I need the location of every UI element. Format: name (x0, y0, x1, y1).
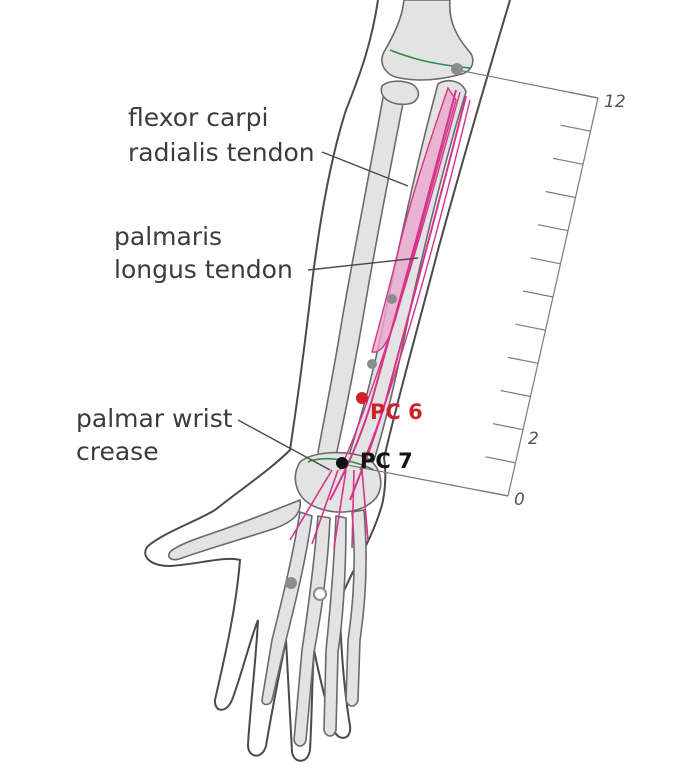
ulna-head (380, 80, 420, 106)
tendon-point-marker-2 (367, 359, 377, 369)
pl-leader-line (307, 257, 419, 271)
scale-tick (507, 356, 539, 364)
flexor-carpi-radialis-tendon (329, 89, 457, 501)
pc6-point-marker (356, 392, 368, 404)
scale-label-zero: 0 (514, 490, 525, 510)
tendon-point-marker-1 (387, 294, 397, 304)
palm-point-marker-2 (313, 587, 327, 601)
metacarpal-3 (293, 515, 331, 747)
scale-tick (492, 423, 524, 431)
tendon-fan-1 (289, 469, 333, 541)
pc7-label: PC 7 (360, 449, 413, 473)
palm-point-marker-1 (285, 577, 297, 589)
metacarpal-2 (261, 510, 313, 706)
thumb-bone (167, 498, 301, 561)
palmaris-longus-tendon (349, 95, 467, 501)
scale-tick (545, 190, 576, 199)
tendon-fan-5 (361, 469, 369, 541)
scale-tick (477, 489, 509, 497)
fcr-label-line1: flexor carpi (128, 103, 269, 132)
acupoint-markers (285, 63, 463, 601)
scale-tick (537, 224, 569, 232)
metacarpal-5 (345, 509, 367, 707)
pc7-point-marker (336, 457, 348, 469)
scale-tick (560, 124, 591, 132)
measurement-scale (341, 69, 599, 497)
fcr-leader-line (321, 151, 409, 187)
crease-leader-line (237, 419, 331, 471)
tendon-fan-4 (351, 469, 355, 549)
pc6-label: PC 6 (370, 400, 423, 424)
scale-tick (485, 456, 516, 464)
pl-label-line2: longus tendon (114, 255, 293, 284)
scale-label-mid: 2 (528, 429, 539, 449)
crease-label-line2: crease (76, 437, 159, 466)
scale-tick (522, 290, 554, 298)
metacarpal-4 (323, 515, 347, 737)
humerus-bone (381, 0, 474, 81)
scale-tick (530, 257, 561, 265)
tendon-fan-2 (311, 469, 339, 545)
pl-label-line1: palmaris (114, 222, 223, 251)
crease-label-line1: palmar wrist (76, 404, 233, 433)
fcr-label-line2: radialis tendon (128, 138, 315, 167)
scale-tick (515, 323, 546, 331)
tendon-fan-3 (333, 469, 347, 549)
tendon-fiber-1 (339, 91, 461, 471)
scale-tick (500, 389, 531, 398)
tendon-fiber-2 (359, 99, 471, 471)
elbow-point-marker (451, 63, 463, 75)
scale-tick (552, 157, 584, 165)
scale-tick (567, 91, 599, 99)
scale-ticks (477, 91, 599, 497)
leader-lines (237, 151, 419, 471)
tendons (289, 86, 471, 549)
scale-label-top: 12 (604, 92, 626, 112)
flexor-carpi-radialis-muscle (371, 86, 457, 353)
